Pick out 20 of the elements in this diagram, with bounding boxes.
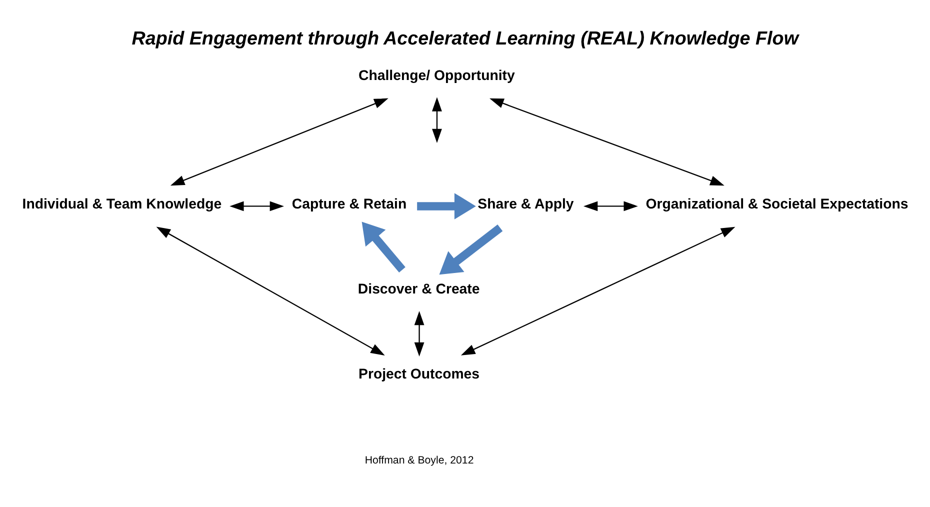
arrow — [156, 226, 385, 356]
arrow — [439, 224, 503, 274]
node-text: Discover & Create — [358, 280, 480, 296]
arrow — [583, 200, 638, 211]
node-text: Capture & Retain — [292, 195, 407, 212]
arrow — [432, 96, 442, 143]
arrow — [362, 221, 406, 272]
arrow — [414, 310, 424, 356]
arrow — [460, 226, 736, 355]
node-text: Challenge/ Opportunity — [358, 66, 515, 83]
label: Hoffman & Boyle, 2012 — [364, 454, 474, 466]
diagram-title: Rapid Engagement through Accelerated Learning (REAL) Knowledge Flow — [132, 26, 798, 48]
node-text: Individual & Team Knowledge — [22, 195, 222, 212]
node-text: Share & Apply — [478, 195, 574, 212]
node-text: Project Outcomes — [358, 365, 480, 382]
arrow — [490, 98, 724, 186]
arrow — [170, 98, 388, 186]
node-text: Organizational & Societal Expectations — [646, 195, 908, 212]
arrow — [230, 200, 284, 211]
arrow — [417, 192, 476, 219]
